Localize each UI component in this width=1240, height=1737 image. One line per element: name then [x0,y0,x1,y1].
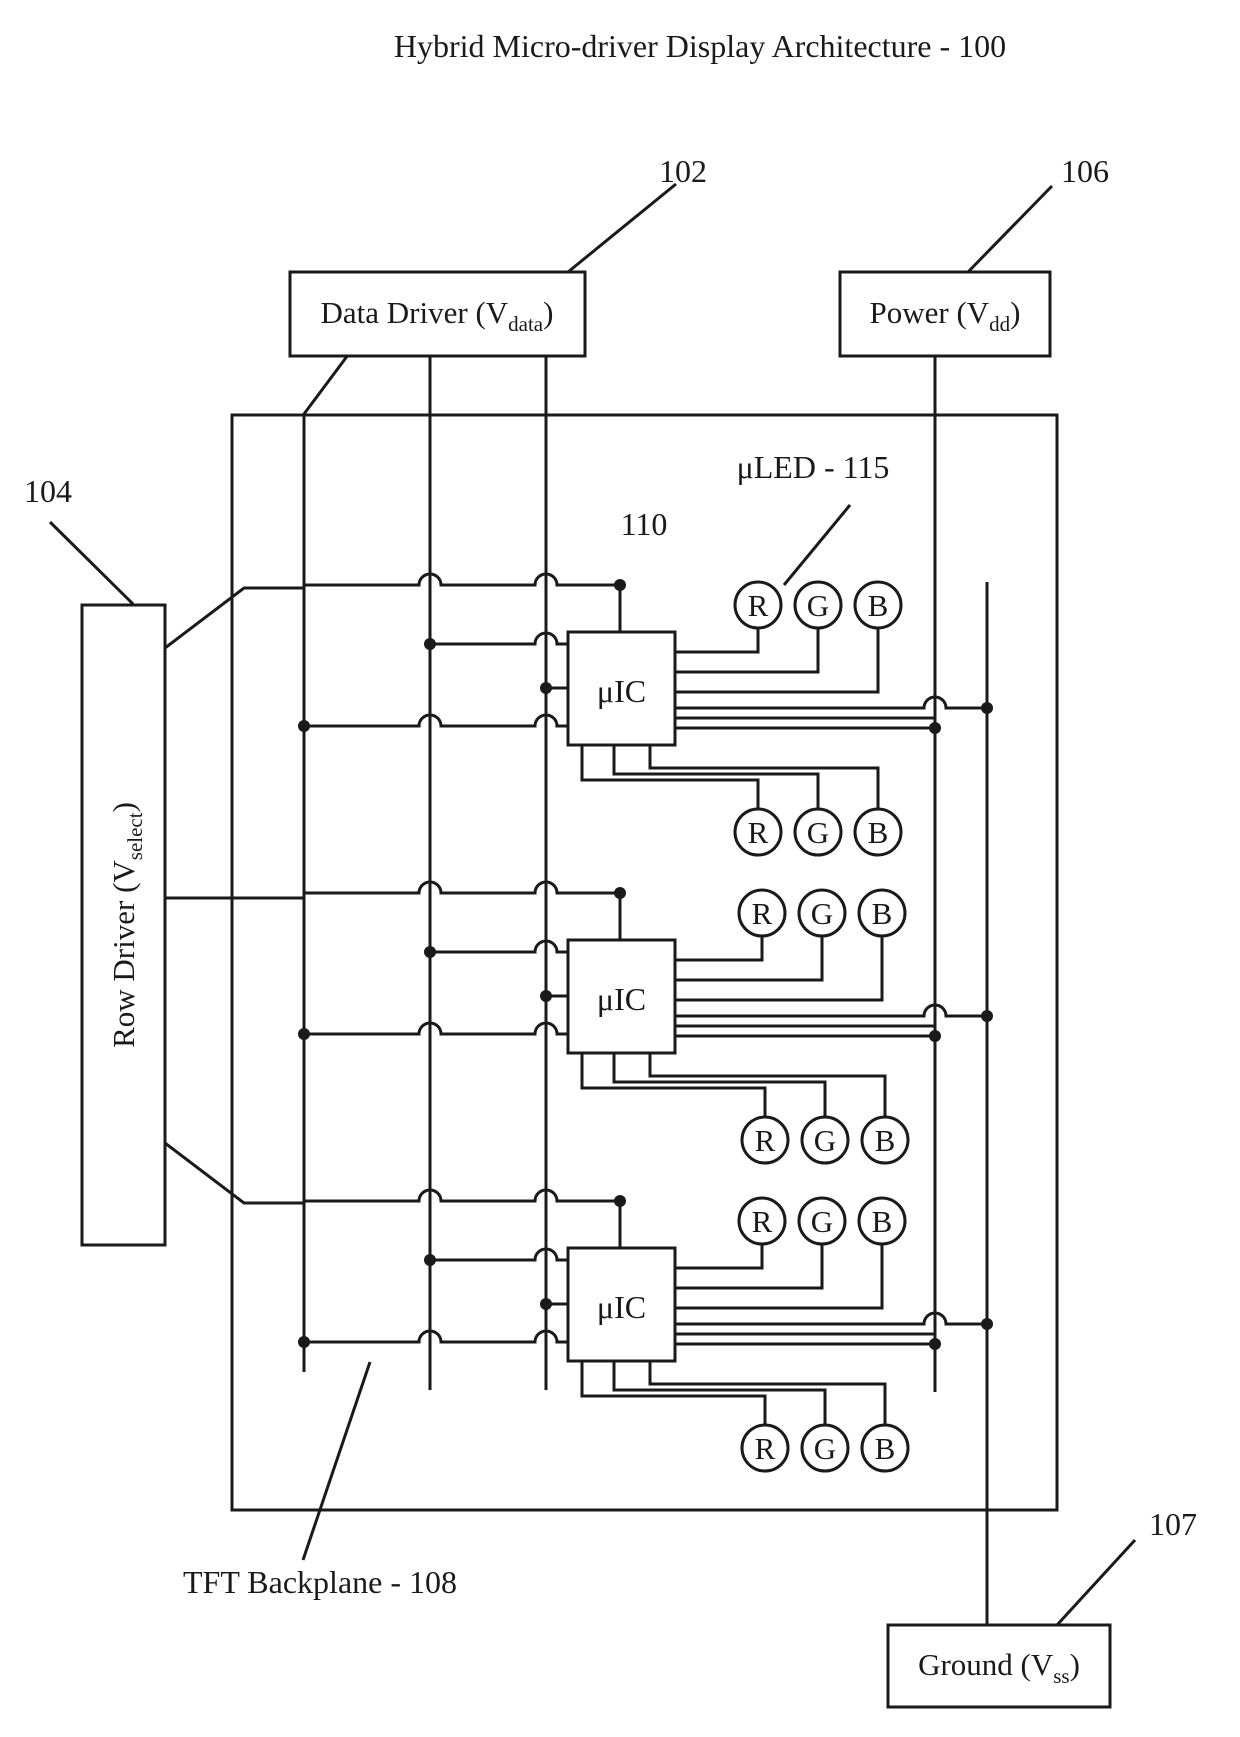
row-driver-link-3 [165,1143,304,1203]
led-wire [582,1361,765,1426]
ref-107: 107 [1149,1506,1197,1542]
micro-ic-label: μIC [597,981,646,1017]
junction-dot [929,1338,941,1350]
ref-104: 104 [24,473,72,509]
led-wire [650,1361,885,1426]
vss-tap [675,1005,987,1016]
led-wire [614,1053,825,1118]
diagram-title: Hybrid Micro-driver Display Architecture… [394,28,1006,64]
row-driver-link-1 [165,588,304,648]
uled-label: B [868,815,889,850]
uled-label: B [875,1123,896,1158]
led-wire [614,1361,825,1426]
row-driver-sub: select [123,812,147,860]
junction-dot [929,722,941,734]
ref-110: 110 [621,506,668,542]
junction-dot [540,682,552,694]
ref-102: 102 [659,153,707,189]
power-sub: dd [989,312,1011,336]
junction-dot [981,702,993,714]
uled-label: G [811,1204,833,1239]
junction-dot [424,638,436,650]
led-wire [675,627,758,652]
data-driver-block: Data Driver (Vdata) [290,272,585,356]
power-close: ) [1010,295,1020,330]
uled-label: R [752,1204,773,1239]
uled-label: R [752,896,773,931]
led-wire [675,1243,762,1268]
uled-label: G [814,1431,836,1466]
uled-annotation: μLED - 115 [737,449,890,485]
row-driver-block: Row Driver (Vselect) [82,605,165,1245]
led-wire [675,935,762,960]
uled-label: G [811,896,833,931]
backplane-annotation: TFT Backplane - 108 [183,1564,457,1600]
led-wire [675,935,882,1000]
data-driver-sub: data [508,312,544,336]
led-wire [675,627,878,692]
led-wire [675,1243,822,1288]
select-line [304,882,620,893]
junction-dot [424,1254,436,1266]
uled-label: G [814,1123,836,1158]
uled-label: B [868,588,889,623]
power-block: Power (Vdd) [840,272,1050,356]
junction-dot [981,1010,993,1022]
ground-label: Ground (V [918,1647,1054,1682]
ref-106: 106 [1061,153,1109,189]
micro-ic-label: μIC [597,673,646,709]
junction-dot [424,946,436,958]
ground-block: Ground (Vss) [888,1625,1110,1707]
uled-label: R [748,588,769,623]
led-wire [675,935,822,980]
data-line-1 [304,355,348,1372]
uled-label: G [807,815,829,850]
micro-ic-label: μIC [597,1289,646,1325]
junction-dot [298,1028,310,1040]
uled-label: B [875,1431,896,1466]
uled-label: R [748,815,769,850]
uled-label: B [872,896,893,931]
led-wire [582,745,758,810]
uled-label: R [755,1123,776,1158]
select-line [304,574,620,585]
junction-dot [298,720,310,732]
led-wire [582,1053,765,1118]
junction-dot [540,1298,552,1310]
backplane-line [304,1331,568,1342]
led-wire [614,745,818,810]
select-line [304,1190,620,1201]
data-driver-label: Data Driver (V [321,295,509,330]
uled-label: G [807,588,829,623]
vss-tap [675,1313,987,1324]
led-wire [675,627,818,672]
led-wire [650,1053,885,1118]
backplane-line [304,1023,568,1034]
ground-close: ) [1070,1647,1080,1682]
junction-dot [298,1336,310,1348]
ground-sub: ss [1053,1664,1069,1688]
vss-tap [675,697,987,708]
row-driver-label: Row Driver (V [106,860,141,1048]
power-label: Power (V [870,295,990,330]
led-wire [675,1243,882,1308]
junction-dot [981,1318,993,1330]
junction-dot [929,1030,941,1042]
data-driver-close: ) [543,295,553,330]
uled-label: B [872,1204,893,1239]
junction-dot [540,990,552,1002]
row-driver-close: ) [106,802,141,812]
led-wire [650,745,878,810]
backplane-line [304,715,568,726]
uled-label: R [755,1431,776,1466]
